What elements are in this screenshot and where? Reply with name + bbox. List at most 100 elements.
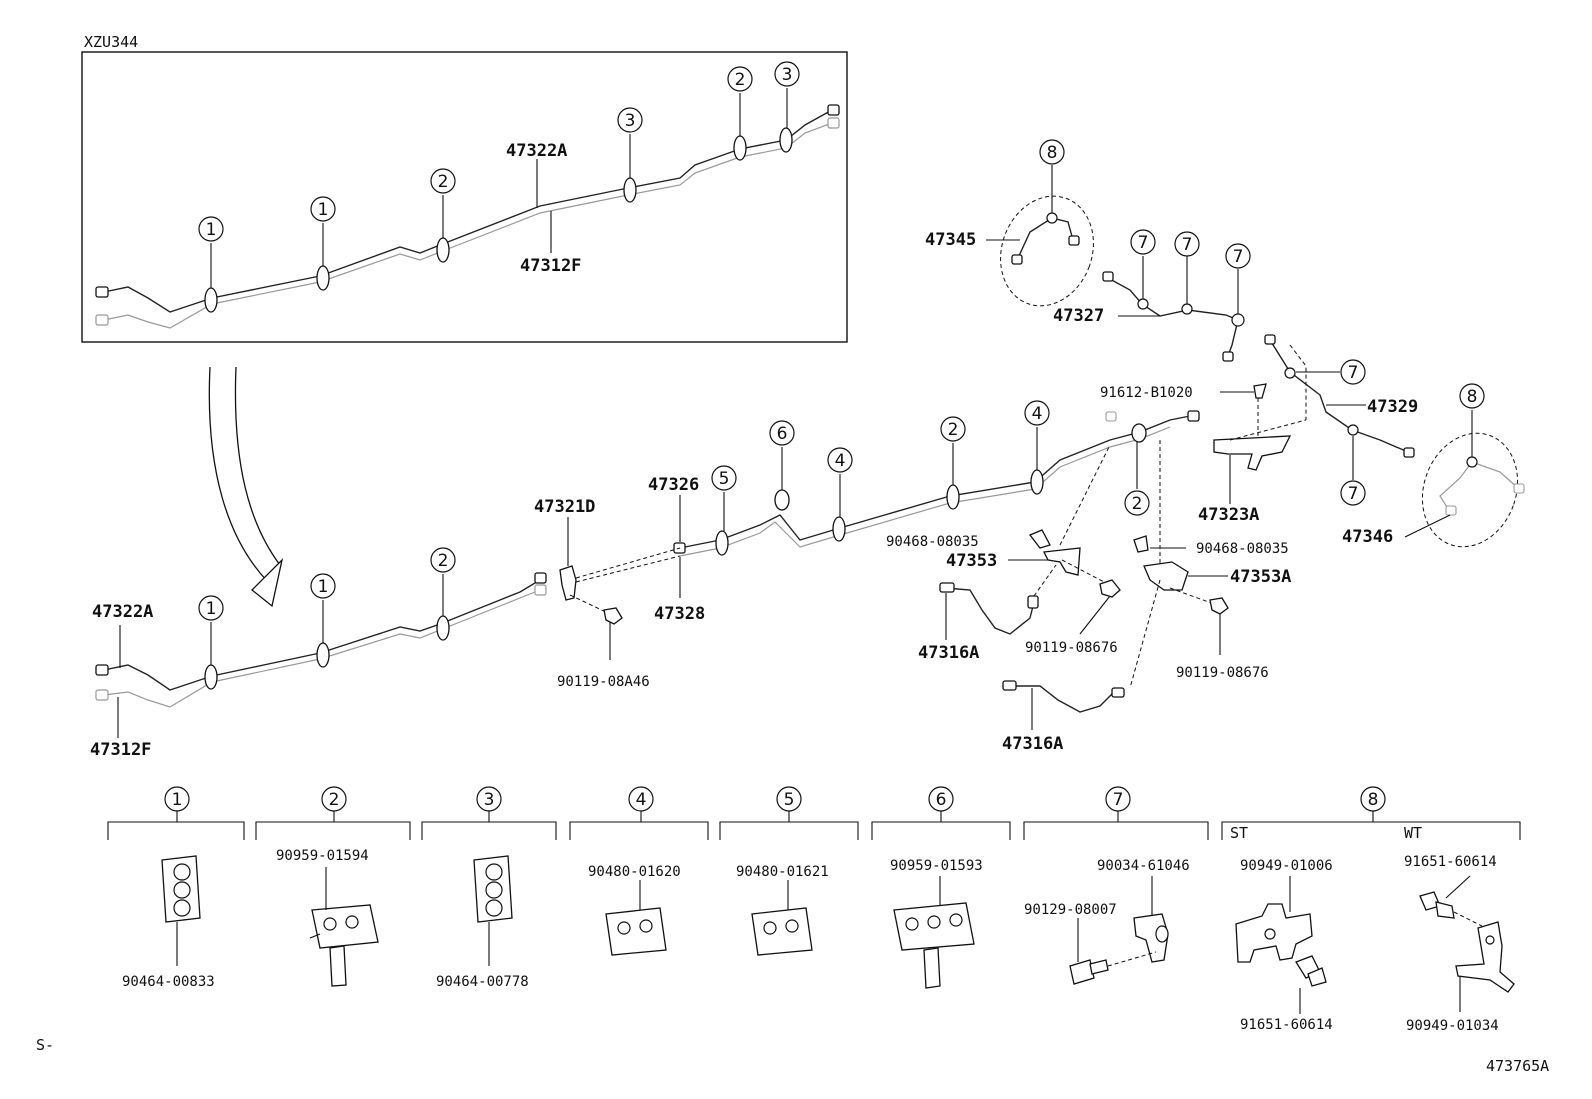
clip-90480-01621 — [751, 907, 813, 956]
legend-sub-WT: WT — [1404, 824, 1422, 842]
svg-text:5: 5 — [719, 469, 730, 489]
assembly-47329: 7 7 — [1264, 334, 1415, 506]
legend-part-91651-60614-wt: 91651-60614 — [1404, 854, 1497, 870]
main-pipes — [95, 410, 1200, 708]
svg-text:4: 4 — [835, 451, 846, 471]
svg-text:3: 3 — [782, 65, 793, 85]
assembly-47345: 8 — [986, 139, 1094, 307]
legend-part-90480-01621: 90480-01621 — [736, 864, 829, 880]
main-callouts: 1 1 2 5 6 4 2 4 2 — [198, 400, 1150, 665]
bracket-47353A — [1129, 440, 1229, 689]
svg-text:1: 1 — [206, 599, 217, 619]
bracket-90949-01006 — [1235, 903, 1313, 963]
label-90119-08A46: 90119-08A46 — [557, 674, 650, 690]
inset-callouts: 1 1 2 3 2 3 — [198, 61, 800, 288]
svg-text:6: 6 — [936, 790, 947, 810]
clip-90959-01593 — [893, 902, 975, 989]
svg-text:1: 1 — [318, 577, 329, 597]
svg-text:8: 8 — [1467, 387, 1478, 407]
legend-part-90959-01594: 90959-01594 — [276, 848, 369, 864]
label-47353: 47353 — [946, 551, 997, 571]
hose-47316A-a — [939, 564, 1057, 640]
label-47346: 47346 — [1342, 527, 1393, 547]
label-47327: 47327 — [1053, 306, 1104, 326]
legend-part-90129-08007: 90129-08007 — [1024, 902, 1117, 918]
bolt-91651-60614-wt — [1419, 891, 1483, 927]
inset-frame — [81, 51, 848, 343]
clamp-90034-61046 — [1133, 913, 1169, 963]
inset-label-47322A: 47322A — [506, 141, 567, 161]
label-47316A-a: 47316A — [918, 643, 979, 663]
svg-text:4: 4 — [636, 790, 647, 810]
bracket-90949-01034 — [1455, 921, 1515, 993]
hose-47316A-b — [1002, 680, 1125, 730]
inset-pipes — [95, 104, 840, 329]
clip-90464-00833 — [161, 855, 201, 923]
label-47316A-b: 47316A — [1002, 734, 1063, 754]
footer-code: 473765A — [1486, 1057, 1549, 1075]
clip-90480-01620 — [605, 907, 667, 956]
inset-fitting-left-b — [95, 314, 109, 326]
label-90468-08035-b: 90468-08035 — [1196, 541, 1289, 557]
svg-text:3: 3 — [625, 111, 636, 131]
label-47322A: 47322A — [92, 602, 153, 622]
svg-text:7: 7 — [1233, 247, 1244, 267]
svg-text:2: 2 — [1132, 494, 1143, 514]
label-47323A: 47323A — [1198, 505, 1259, 525]
label-91612-B1020: 91612-B1020 — [1100, 385, 1193, 401]
legend-part-90464-00833: 90464-00833 — [122, 974, 215, 990]
bolt-90129-08007 — [1069, 951, 1157, 985]
svg-text:7: 7 — [1182, 235, 1193, 255]
legend-part-90949-01006: 90949-01006 — [1240, 858, 1333, 874]
svg-text:2: 2 — [329, 790, 340, 810]
svg-text:8: 8 — [1047, 143, 1058, 163]
inset-label-47312F: 47312F — [520, 256, 581, 276]
inset-fitting-left-a — [95, 286, 109, 298]
curved-arrow — [208, 366, 284, 608]
svg-text:7: 7 — [1348, 484, 1359, 504]
inset-clip-2b — [733, 135, 747, 161]
label-90119-08676-b: 90119-08676 — [1176, 665, 1269, 681]
legend-part-90959-01593: 90959-01593 — [890, 858, 983, 874]
assembly-47346: 8 — [1404, 383, 1525, 548]
svg-text:4: 4 — [1032, 404, 1043, 424]
label-47345: 47345 — [925, 230, 976, 250]
legend: 1 90464-00833 2 90959-01594 3 90464-0077… — [107, 786, 1521, 1034]
inset-clip-1b — [316, 265, 330, 291]
footer-prefix: S- — [36, 1036, 54, 1054]
inset-clip-3b — [779, 127, 793, 153]
bracket-47323A — [1213, 383, 1307, 504]
svg-text:1: 1 — [206, 220, 217, 240]
svg-text:2: 2 — [438, 172, 449, 192]
svg-text:2: 2 — [438, 551, 449, 571]
inset-fitting-right-a — [827, 104, 840, 116]
inset-clip-1a — [204, 287, 218, 313]
legend-part-90949-01034: 90949-01034 — [1406, 1018, 1499, 1034]
svg-text:7: 7 — [1113, 790, 1124, 810]
label-90468-08035-a: 90468-08035 — [886, 534, 979, 550]
svg-text:8: 8 — [1368, 790, 1379, 810]
inset-clip-3a — [623, 177, 637, 203]
inset-clip-2a — [436, 237, 450, 263]
svg-text:7: 7 — [1138, 233, 1149, 253]
label-47321D: 47321D — [534, 497, 595, 517]
svg-text:1: 1 — [172, 790, 183, 810]
legend-sub-ST: ST — [1230, 824, 1248, 842]
inset-fitting-right-b — [827, 117, 840, 129]
label-47312F: 47312F — [90, 740, 151, 760]
clip-90464-00778 — [473, 855, 513, 923]
bolt-91651-60614-st — [1295, 955, 1327, 987]
label-90119-08676-a: 90119-08676 — [1025, 640, 1118, 656]
svg-text:6: 6 — [777, 424, 788, 444]
svg-text:5: 5 — [784, 790, 795, 810]
legend-part-91651-60614-st: 91651-60614 — [1240, 1017, 1333, 1033]
legend-part-90034-61046: 90034-61046 — [1097, 858, 1190, 874]
svg-text:2: 2 — [948, 420, 959, 440]
bracket-47321D — [559, 547, 681, 660]
label-47326: 47326 — [648, 475, 699, 495]
svg-text:3: 3 — [484, 790, 495, 810]
bracket-47353 — [1008, 444, 1121, 635]
svg-text:2: 2 — [735, 70, 746, 90]
clip-90959-01594 — [309, 904, 379, 987]
